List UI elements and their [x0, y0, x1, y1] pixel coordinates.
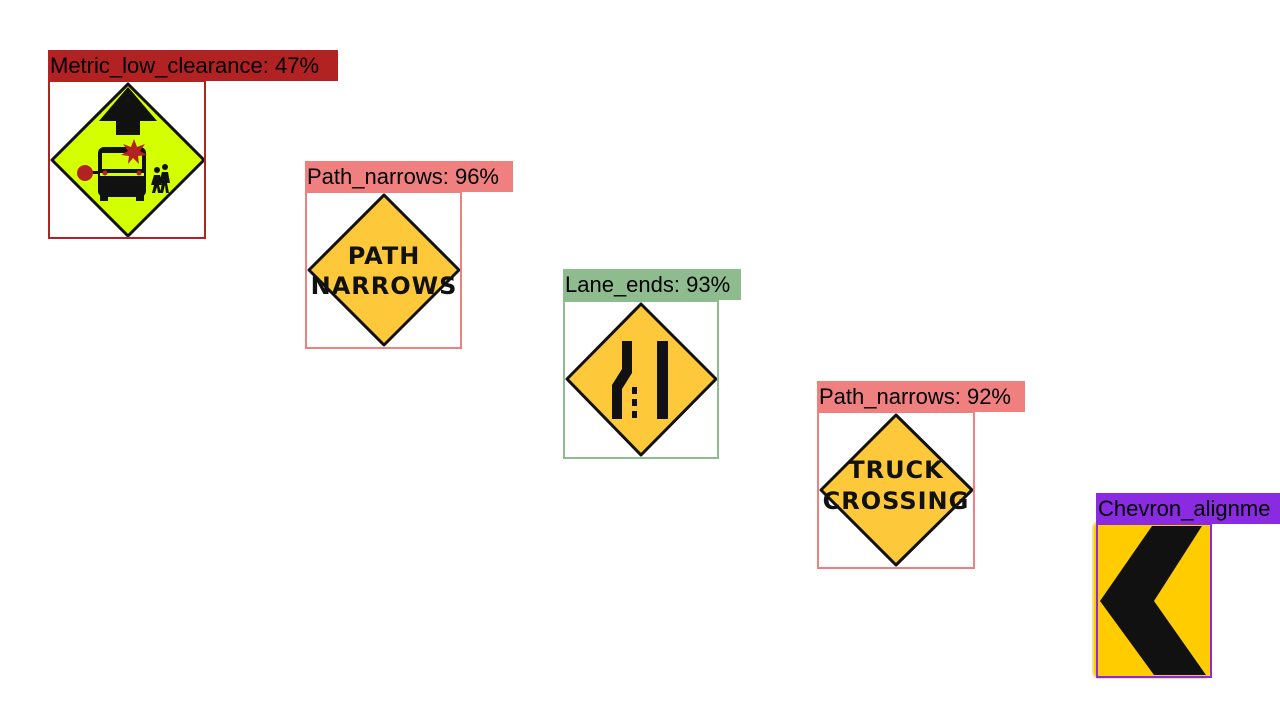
chevron-left-sign-icon — [1092, 521, 1212, 679]
lane-ends-sign-icon — [565, 302, 718, 457]
sign-text-line: CROSSING — [823, 487, 970, 515]
sign-text-line: TRUCK — [848, 456, 944, 484]
detection-label: Chevron_alignme — [1096, 493, 1280, 524]
path-narrows-sign-icon: PATH NARROWS — [307, 193, 461, 347]
detection-label: Path_narrows: 96% — [305, 161, 513, 192]
detection-label: Metric_low_clearance: 47% — [48, 50, 338, 81]
sign-text-line: PATH — [348, 242, 421, 270]
detection-bounding-box — [305, 191, 462, 349]
detection-label: Lane_ends: 93% — [563, 269, 741, 300]
school-bus-stop-ahead-sign-icon — [50, 82, 206, 238]
detection-label: Path_narrows: 92% — [817, 381, 1025, 412]
detection-bounding-box — [817, 411, 975, 569]
detection-bounding-box — [563, 300, 719, 459]
truck-crossing-sign-icon: TRUCK CROSSING — [819, 413, 974, 567]
sign-text-line: NARROWS — [311, 272, 458, 300]
detection-bounding-box — [1096, 523, 1212, 678]
detection-bounding-box — [48, 80, 206, 239]
